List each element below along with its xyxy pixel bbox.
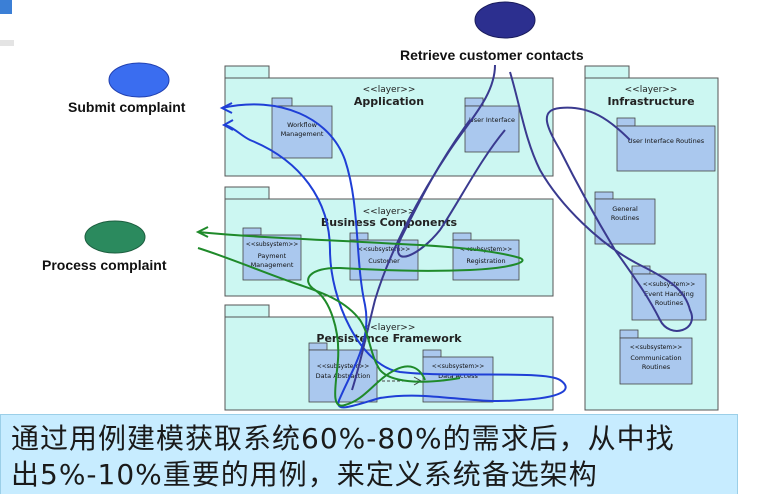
subsystem-communication: <<subsystem>> Communication Routines <box>619 329 693 385</box>
persistence-stereo: <<layer>> <box>363 323 416 333</box>
general-line2: Routines <box>611 214 640 222</box>
navy-scenario-path <box>351 64 693 391</box>
actor-retrieve-oval <box>474 1 536 39</box>
event-line2: Event Handling <box>644 290 694 298</box>
registration-line1: <<subsystem>> <box>460 246 513 253</box>
event-line3: Routines <box>655 299 684 307</box>
subsystem-general-routines: General Routines <box>594 191 656 245</box>
subsystem-payment: <<subsystem>> Payment Management <box>242 227 302 281</box>
data-access-line1: <<subsystem>> <box>432 363 485 370</box>
general-line1: General <box>612 205 638 213</box>
ui-routines-line1: User Interface Routines <box>628 137 705 145</box>
comm-line1: <<subsystem>> <box>630 344 683 351</box>
caption-box: 通过用例建模获取系统60%-80%的需求后，从中找 出5%-10%重要的用例，来… <box>0 414 738 496</box>
green-scenario-path <box>197 231 524 407</box>
business-stereo: <<layer>> <box>363 207 416 217</box>
caption-line1: 通过用例建模获取系统60%-80%的需求后，从中找 <box>11 422 675 455</box>
actor-process-label: Process complaint <box>42 257 167 273</box>
actor-submit-oval <box>108 62 170 98</box>
persistence-layer: <<layer>> Persistence Framework <box>224 304 554 411</box>
application-stereo: <<layer>> <box>363 85 416 95</box>
blue-arrowhead-1 <box>219 102 233 114</box>
customer-line1: <<subsystem>> <box>358 246 411 253</box>
infrastructure-stereo: <<layer>> <box>625 85 678 95</box>
green-arrowhead <box>195 226 209 238</box>
subsystem-user-interface: User Interface <box>464 97 520 153</box>
application-name: Application <box>354 95 424 108</box>
subsystem-event-handling: <<subsystem>> Event Handling Routines <box>631 265 707 321</box>
data-abstraction-line1: <<subsystem>> <box>317 363 370 370</box>
comm-line2: Communication <box>630 354 681 362</box>
corner-mark <box>0 0 12 14</box>
event-line1: <<subsystem>> <box>643 281 696 288</box>
payment-line2: Payment <box>258 252 287 260</box>
subsystem-ui-routines: User Interface Routines <box>616 117 716 172</box>
blue-scenario-path <box>221 103 567 409</box>
persistence-name: Persistence Framework <box>316 332 462 345</box>
actor-submit-label: Submit complaint <box>68 99 186 115</box>
navy-ui-loop <box>397 119 506 258</box>
business-name: Business Components <box>321 216 458 229</box>
infrastructure-name: Infrastructure <box>607 95 694 108</box>
blue-arrowhead-2 <box>221 119 234 131</box>
ui-line1: User Interface <box>469 116 515 124</box>
actor-retrieve-label: Retrieve customer contacts <box>400 47 584 63</box>
footer-strip <box>0 494 765 502</box>
registration-line2: Registration <box>466 257 505 265</box>
data-abstraction-line2: Data Abstraction <box>316 372 371 380</box>
payment-line1: <<subsystem>> <box>246 241 299 248</box>
subsystem-registration: <<subsystem>> Registration <box>452 232 520 281</box>
payment-line3: Management <box>251 261 294 269</box>
caption-line2: 出5%-10%重要的用例，来定义系统备选架构 <box>11 458 598 491</box>
comm-line3: Routines <box>642 363 671 371</box>
workflow-line1: Workflow <box>287 121 318 129</box>
actor-process-oval <box>84 220 146 254</box>
left-edge-fragment <box>0 40 14 46</box>
data-access-line2: Data Access <box>438 372 478 380</box>
subsystem-data-access: <<subsystem>> Data Access <box>422 349 494 403</box>
workflow-line2: Management <box>281 130 324 138</box>
customer-line2: Customer <box>368 257 400 265</box>
